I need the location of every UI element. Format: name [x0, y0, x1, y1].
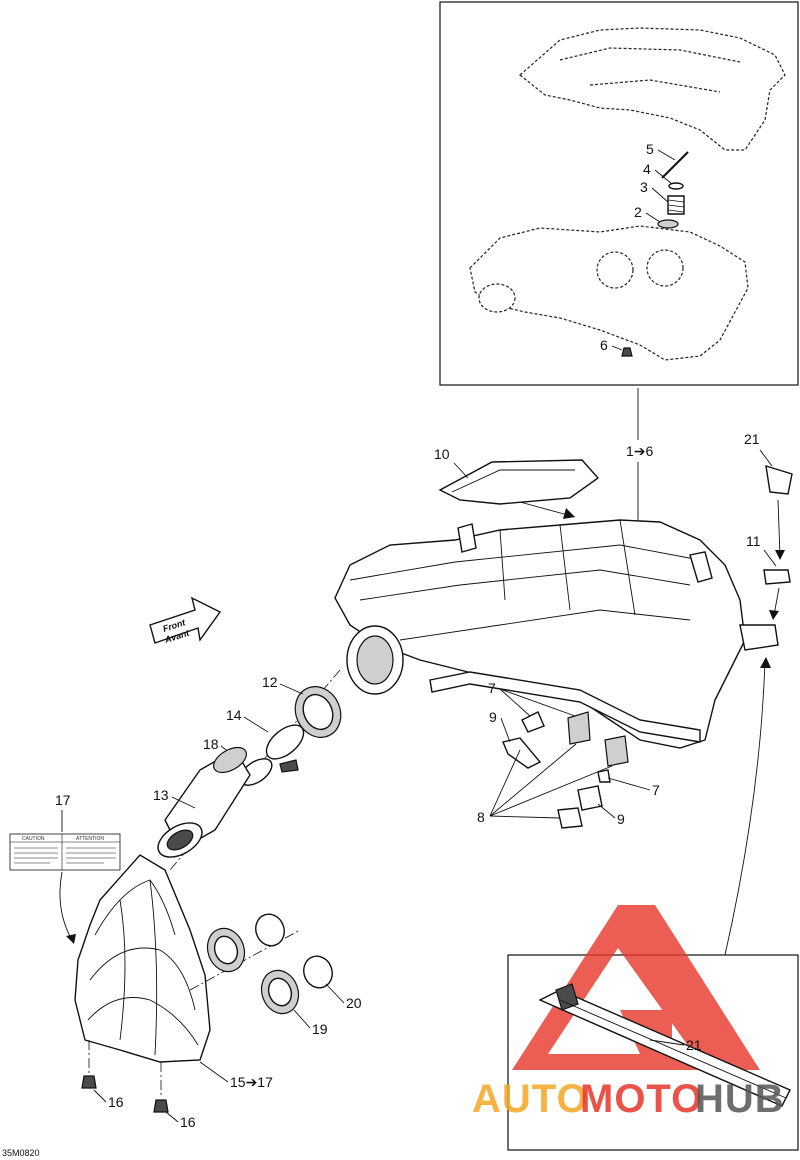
callout-14: 14 [226, 707, 242, 723]
label-attention: ATTENTION [76, 836, 104, 842]
clamp-14 [265, 724, 305, 773]
callout-2: 2 [634, 204, 642, 220]
clips [502, 711, 629, 829]
inset-box: 5 4 3 2 6 [439, 1, 799, 386]
callout-10: 10 [434, 446, 450, 462]
airbox-body [334, 519, 746, 749]
callout-12: 12 [262, 674, 278, 690]
callout-6: 6 [600, 337, 608, 353]
callout-4: 4 [643, 161, 651, 177]
callout-3: 3 [640, 179, 648, 195]
watermark-hub: HUB [695, 1077, 785, 1121]
callout-17: 17 [55, 792, 71, 808]
watermark-auto: AUTO [472, 1077, 589, 1121]
automotohub-watermark [512, 905, 760, 1070]
callout-7a: 7 [488, 680, 496, 696]
callout-16a: 16 [108, 1094, 124, 1110]
watermark-moto: MOTO [580, 1077, 703, 1121]
callout-11: 11 [746, 533, 761, 549]
drawing-code: 35M0820 [2, 1148, 40, 1158]
callout-15-17: 15➔17 [230, 1074, 273, 1090]
callout-9a: 9 [489, 709, 497, 725]
callout-13: 13 [153, 787, 169, 803]
intake-silencer [74, 854, 211, 1063]
sleeves [206, 913, 333, 1015]
label-caution: CAUTION [22, 836, 45, 842]
callout-20: 20 [346, 995, 362, 1011]
seal-12 [294, 686, 342, 738]
callout-21b: 21 [686, 1037, 702, 1053]
callout-19: 19 [312, 1021, 328, 1037]
callout-16b: 16 [180, 1114, 196, 1130]
adapter-13 [157, 746, 251, 858]
main-airbox [334, 465, 793, 749]
callout-1-6: 1➔6 [626, 443, 654, 459]
callout-9b: 9 [617, 811, 625, 827]
callout-18: 18 [203, 736, 219, 752]
air-duct-10 [438, 459, 600, 519]
callout-7b: 7 [652, 782, 660, 798]
front-arrow: Front Avant [149, 596, 222, 645]
callout-21a: 21 [744, 431, 760, 447]
grommets-16 [81, 1040, 169, 1113]
strap-21 [538, 983, 791, 1107]
warning-label: CAUTION ATTENTION [9, 833, 121, 871]
callout-5: 5 [646, 141, 654, 157]
watermark-wordmark: AUTO MOTO HUB [472, 1077, 785, 1121]
callout-8: 8 [477, 809, 485, 825]
